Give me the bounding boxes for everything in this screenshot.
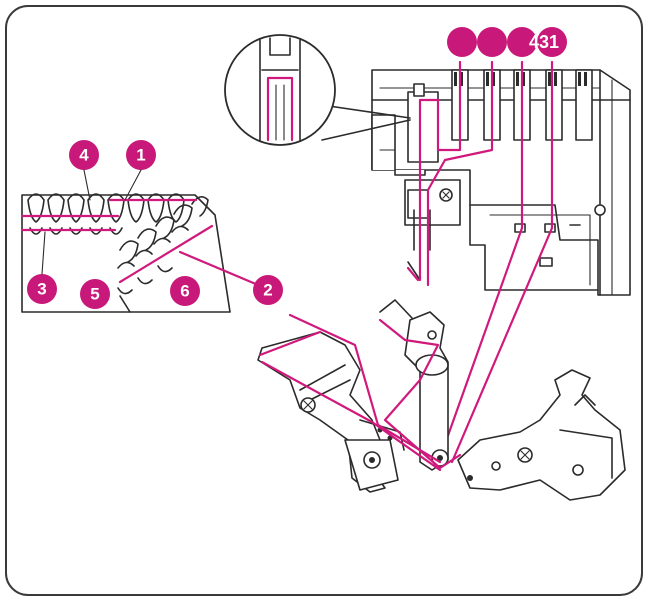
badge-5-label: 5 bbox=[90, 285, 99, 304]
badge-1-label: 1 bbox=[136, 146, 145, 165]
looper-threads bbox=[258, 313, 462, 472]
top-badge-1 bbox=[447, 27, 477, 57]
stitch-badges: 4 1 3 5 6 2 bbox=[27, 140, 283, 309]
top-badge-label: 431 bbox=[529, 32, 559, 52]
zoom-inset bbox=[224, 34, 411, 146]
badge-2-label: 2 bbox=[263, 281, 272, 300]
badge-2 bbox=[253, 275, 283, 305]
badge-4-label: 4 bbox=[79, 146, 89, 165]
top-badge-4 bbox=[537, 27, 567, 57]
looper-left bbox=[257, 331, 405, 493]
top-thread-badges: 431 bbox=[447, 27, 567, 57]
badge-6 bbox=[170, 276, 200, 306]
needle-threads bbox=[406, 60, 554, 464]
looper-right bbox=[457, 369, 626, 501]
badge-3 bbox=[27, 274, 57, 304]
top-badge-3 bbox=[507, 27, 537, 57]
badge-4 bbox=[69, 140, 99, 170]
badge-6-label: 6 bbox=[180, 282, 189, 301]
looper-center bbox=[379, 299, 449, 471]
top-badge-2 bbox=[477, 27, 507, 57]
badge-1 bbox=[126, 140, 156, 170]
badge-5 bbox=[80, 279, 110, 309]
badge-3-label: 3 bbox=[37, 280, 46, 299]
